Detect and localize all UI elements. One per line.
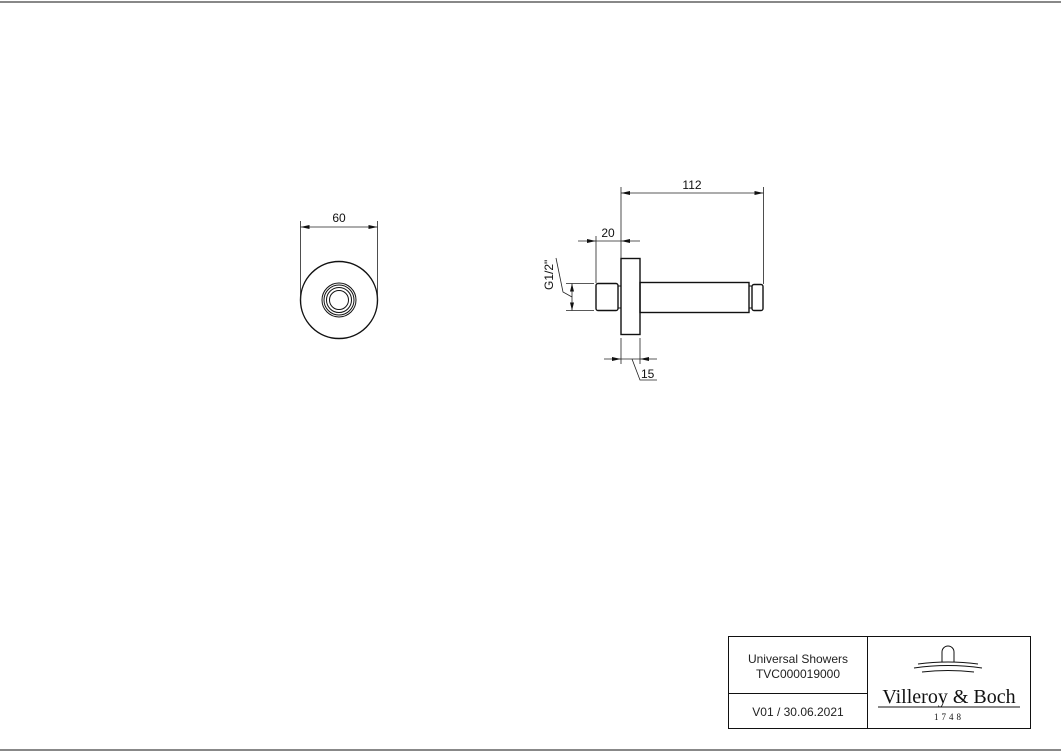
thread-nipple-right [751,283,764,312]
dimension-20: 20 [578,226,640,283]
svg-text:20: 20 [601,226,615,240]
dimension-thread-size: G1/2" [542,257,594,311]
product-line: Universal Showers [748,652,848,666]
dimension-label-60: 60 [332,211,346,225]
brand-logo: Villeroy & Boch 1748 [878,645,1020,722]
dimension-60: 60 [300,211,378,300]
version-date: V01 / 30.06.2021 [752,705,844,719]
svg-text:G1/2": G1/2" [542,260,556,290]
thread-nipple-left [595,282,619,312]
arm-pipe [639,281,750,314]
flange-outline [299,260,379,340]
flange [620,257,641,336]
svg-text:15: 15 [641,367,655,381]
dimension-15: 15 [604,338,657,381]
svg-text:112: 112 [682,178,701,192]
brand-name: Villeroy & Boch [882,686,1015,708]
brand-year: 1748 [934,712,964,722]
side-view: 112 20 G1/2" 15 [542,178,764,381]
article-number: TVC000019000 [756,667,840,681]
dimension-112: 112 [620,178,764,284]
title-block: Universal Showers TVC000019000 V01 / 30.… [728,636,1031,729]
front-view: 60 [299,211,379,340]
